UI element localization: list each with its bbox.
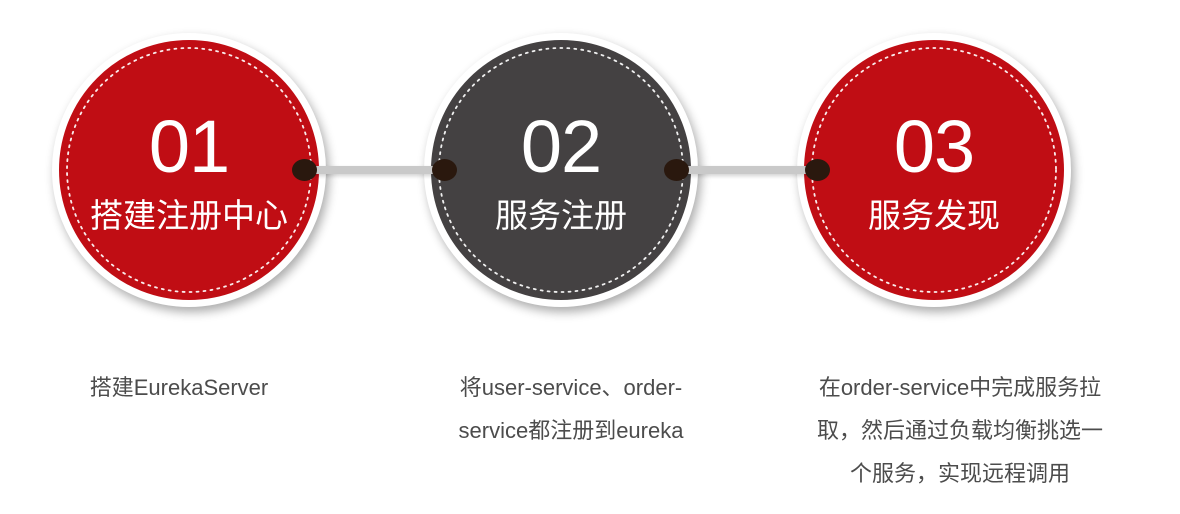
connector-dot [664,159,689,181]
step-circle-1: 01 搭建注册中心 [52,33,326,307]
step-number: 01 [148,105,230,188]
step-caption-3: 在order-service中完成服务拉 取，然后通过负载均衡挑选一 个服务，实… [816,375,1103,486]
step-circle-3: 03 服务发现 [797,33,1071,307]
connector-line [303,166,448,174]
connector-dot [805,159,830,181]
step-caption-2: 将user-service、order- service都注册到eureka [458,375,684,443]
connector-dot [292,159,317,181]
step-title: 服务发现 [868,197,1000,234]
connector-dot [432,159,457,181]
step-title: 服务注册 [495,197,627,234]
step-number: 02 [520,105,602,188]
step-title: 搭建注册中心 [90,197,288,234]
step-caption-1: 搭建EurekaServer [89,375,269,400]
connector-line [675,166,821,174]
step-number: 03 [893,105,975,188]
step-circle-2: 02 服务注册 [424,33,698,307]
